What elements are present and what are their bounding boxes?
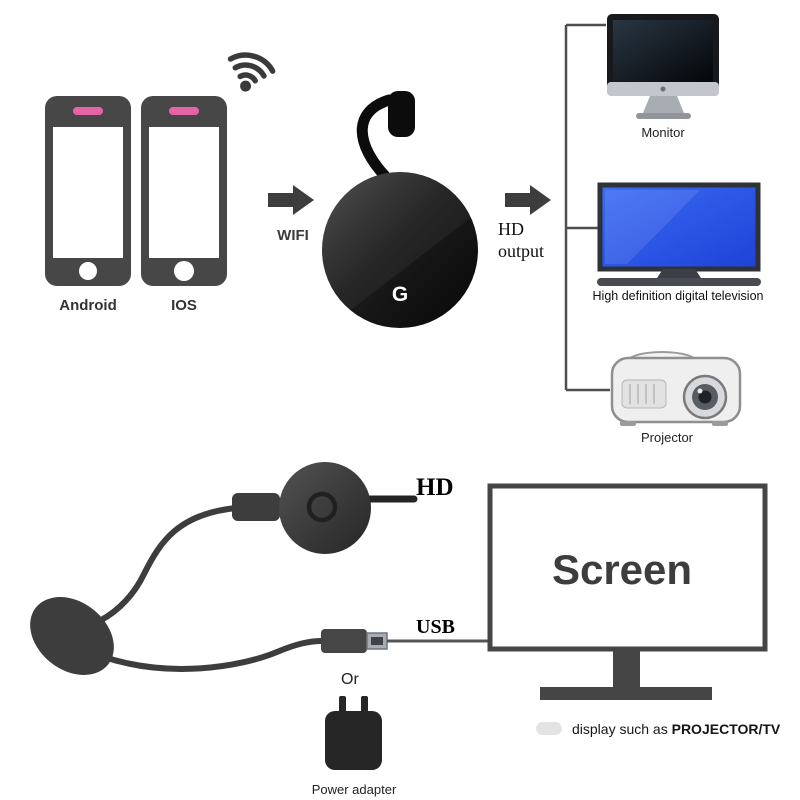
wifi-icon <box>227 52 276 92</box>
arrow-right-icon <box>268 185 314 215</box>
screen-icon <box>487 483 768 700</box>
android-label: Android <box>59 297 117 314</box>
wifi-arrow-label: WIFI <box>277 227 309 244</box>
power-adapter-icon <box>325 696 382 770</box>
or-label: Or <box>341 671 359 688</box>
tv-label: High definition digital television <box>592 289 764 303</box>
connection-lines <box>564 23 610 392</box>
ios-phone-icon <box>141 96 227 286</box>
dongle-icon <box>322 91 478 328</box>
projector-label: Projector <box>640 430 694 445</box>
cable-to-receiver <box>91 505 237 627</box>
projector-icon <box>610 351 742 426</box>
screen-caption: display such as PROJECTOR/TV <box>572 721 780 737</box>
power-adapter-label: Power adapter <box>311 782 397 797</box>
dongle-logo: G <box>391 283 409 306</box>
speaker-slit <box>169 107 199 115</box>
monitor-label: Monitor <box>641 125 685 140</box>
android-phone-icon <box>45 96 131 286</box>
home-button <box>79 262 97 280</box>
hd-output-line1: HD <box>498 219 524 239</box>
dongle-icon <box>279 462 371 554</box>
caption-regular-text: display such as <box>572 721 672 737</box>
monitor-icon <box>607 14 719 119</box>
hdmi-cable <box>356 94 395 182</box>
hd-output-line2: output <box>498 240 545 261</box>
ios-label: IOS <box>171 297 197 314</box>
caption-bold-text: PROJECTOR/TV <box>671 721 781 737</box>
home-button <box>174 261 194 281</box>
tv-icon <box>597 182 761 286</box>
screen-label: Screen <box>551 546 693 593</box>
dongle-wiring <box>30 462 489 675</box>
receiver-icon <box>30 597 114 675</box>
hd-bottom-label: HD <box>416 474 454 501</box>
hdmi-plug-icon <box>232 493 280 521</box>
usb-label: USB <box>416 616 455 638</box>
hd-output-label: HD output <box>498 219 544 262</box>
arrow-right-icon <box>505 185 551 215</box>
caption-smudge <box>536 722 562 735</box>
usb-plug-icon <box>321 629 367 653</box>
speaker-slit <box>73 107 103 115</box>
cable-to-usb <box>103 638 323 672</box>
hdmi-plug-icon <box>388 91 415 137</box>
